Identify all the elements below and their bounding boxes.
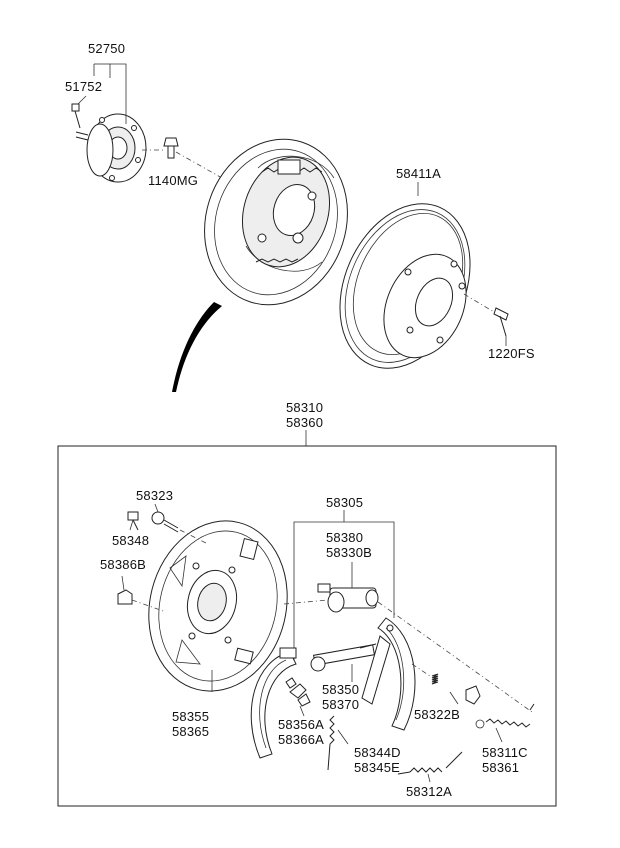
shoe-adjuster[interactable] [310, 643, 377, 672]
leader-58322b [449, 691, 459, 705]
brake-shoe-right[interactable] [361, 617, 416, 731]
part-label-58350: 58350 [322, 682, 359, 697]
leader-58312a [427, 773, 431, 783]
return-spring-upper[interactable] [475, 703, 535, 729]
part-label-58366a: 58366A [278, 732, 324, 747]
hub-bearing-assembly[interactable] [75, 113, 147, 183]
part-label-58345e: 58345E [354, 760, 400, 775]
hold-down-pin[interactable] [151, 511, 179, 533]
part-label-58344d: 58344D [354, 745, 401, 760]
leader-58386b [121, 575, 125, 591]
brake-assembly-top[interactable] [183, 120, 368, 323]
leader-58323 [154, 503, 159, 513]
pointer-arrow [172, 302, 222, 392]
part-label-58361: 58361 [482, 760, 519, 775]
return-spring-lower[interactable] [397, 751, 463, 775]
part-label-52750: 52750 [88, 41, 125, 56]
part-label-51752: 51752 [65, 79, 102, 94]
part-label-58355: 58355 [172, 709, 209, 724]
brake-shoe-left[interactable] [250, 647, 297, 759]
hold-down-spring[interactable] [327, 715, 335, 771]
brake-drum[interactable] [315, 183, 495, 389]
bolt-1140mg[interactable] [163, 137, 179, 159]
screw-1220fs[interactable] [493, 307, 509, 337]
part-label-58356a: 58356A [278, 717, 324, 732]
leader-58356a [299, 705, 305, 717]
return-spring-small[interactable] [431, 673, 481, 705]
rubber-plug[interactable] [117, 589, 133, 605]
leader-58344d [337, 729, 349, 745]
leader-58348 [129, 519, 134, 531]
leader-58311c [495, 727, 503, 743]
part-label-58348: 58348 [112, 533, 149, 548]
part-label-58380: 58380 [326, 530, 363, 545]
part-label-58310: 58310 [286, 400, 323, 415]
shoe-strut[interactable] [285, 677, 311, 707]
part-label-58370: 58370 [322, 697, 359, 712]
hub-bolt[interactable] [71, 103, 81, 129]
part-label-58386b: 58386B [100, 557, 146, 572]
part-label-58365: 58365 [172, 724, 209, 739]
backing-plate[interactable] [131, 506, 305, 706]
part-label-58312a: 58312A [406, 784, 452, 799]
part-label-58322b: 58322B [414, 707, 460, 722]
kit-frame [57, 445, 557, 807]
part-label-1140mg: 1140MG [148, 173, 198, 188]
part-label-58323: 58323 [136, 488, 173, 503]
part-label-58330b: 58330B [326, 545, 372, 560]
part-label-58305: 58305 [326, 495, 363, 510]
part-label-58360: 58360 [286, 415, 323, 430]
part-label-58311c: 58311C [482, 745, 528, 760]
leader-52750 [109, 63, 127, 124]
bleeder-bolt[interactable] [127, 511, 139, 531]
wheel-cylinder[interactable] [317, 583, 379, 613]
part-label-58411a: 58411A [396, 166, 441, 181]
leader-51752 [77, 95, 87, 105]
part-label-1220fs: 1220FS [488, 346, 535, 361]
